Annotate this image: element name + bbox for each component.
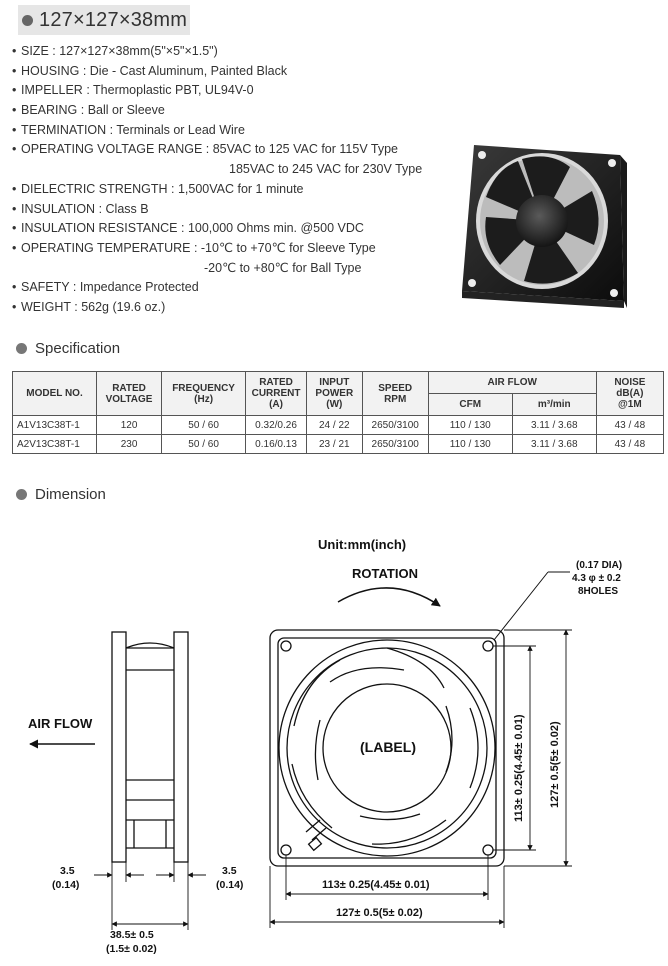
spec-row-housing: •HOUSING : Die - Cast Aluminum, Painted … [12,63,288,78]
side-right-dim-inch: (0.14) [216,879,243,891]
specification-heading: Specification [16,340,120,357]
side-right-dim: 3.5 [222,865,237,877]
bullet-icon [16,343,27,354]
table-row: A1V13C38T-1 120 50 / 60 0.32/0.26 24 / 2… [12,415,665,435]
spec-row-termination: •TERMINATION : Terminals or Lead Wire [12,122,245,137]
side-left-dim-inch: (0.14) [52,879,79,891]
front-view [269,629,505,867]
spec-row-temperature: •OPERATING TEMPERATURE : -10℃ to +70℃ fo… [12,240,376,255]
col-cfm: CFM [427,393,513,416]
spec-row-insulation-resistance: •INSULATION RESISTANCE : 100,000 Ohms mi… [12,221,364,236]
spec-row-voltage-range-cont: 185VAC to 245 VAC for 230V Type [229,162,423,177]
col-m3min: m³/min [511,393,597,416]
rotation-label: ROTATION [352,566,418,581]
fan-photo [462,145,627,308]
spec-row-insulation: •INSULATION : Class B [12,201,149,216]
holes-label-1: (0.17 DIA) [576,560,622,571]
table-row: A2V13C38T-1 230 50 / 60 0.16/0.13 23 / 2… [12,434,665,454]
spec-row-bearing: •BEARING : Ball or Sleeve [12,103,165,118]
side-left-dim: 3.5 [60,865,75,877]
bullet-icon [22,14,33,26]
dimension-drawing: Unit:mm(inch) ROTATION (0.17 DIA) 4.3 φ … [28,537,622,955]
overall-height: 127± 0.5(5± 0.02) [549,721,561,808]
rotation-arrow-icon [337,587,441,607]
dimension-heading: Dimension [16,486,106,503]
spec-row-size: •SIZE : 127×127×38mm(5"×5"×1.5") [12,44,218,58]
hole-spacing-vertical: 113± 0.25(4.45± 0.01) [513,714,525,822]
col-model: MODEL NO. [12,371,97,416]
holes-leader [493,571,549,641]
title-bar: 127×127×38mm [18,5,190,35]
spec-row-weight: •WEIGHT : 562g (19.6 oz.) [12,299,166,314]
spec-row-safety: •SAFETY : Impedance Protected [12,280,199,295]
hole-spacing-horizontal: 113± 0.25(4.45± 0.01) [322,879,430,891]
spec-list: •SIZE : 127×127×38mm(5"×5"×1.5") •HOUSIN… [12,42,452,318]
spec-row-voltage-range: •OPERATING VOLTAGE RANGE : 85VAC to 125 … [12,142,398,157]
depth-dim-inch: (1.5± 0.02) [106,943,157,955]
spec-row-impeller: •IMPELLER : Thermoplastic PBT, UL94V-0 [12,83,254,98]
col-frequency: FREQUENCY(Hz) [161,371,247,416]
overall-width: 127± 0.5(5± 0.02) [336,907,423,919]
col-airflow: AIR FLOW [427,371,597,394]
holes-label-2: 4.3 φ ± 0.2 [572,573,621,584]
fan-label: (LABEL) [360,739,416,755]
side-view [111,631,189,863]
airflow-label: AIR FLOW [28,716,93,731]
spec-row-temperature-cont: -20℃ to +80℃ for Ball Type [204,260,362,275]
spec-row-dielectric: •DIELECTRIC STRENGTH : 1,500VAC for 1 mi… [12,181,304,196]
page-title: 127×127×38mm [39,8,188,31]
depth-dim: 38.5± 0.5 [110,929,154,941]
unit-label: Unit:mm(inch) [318,537,406,552]
bullet-icon [16,489,27,500]
holes-label-3: 8HOLES [578,586,618,597]
